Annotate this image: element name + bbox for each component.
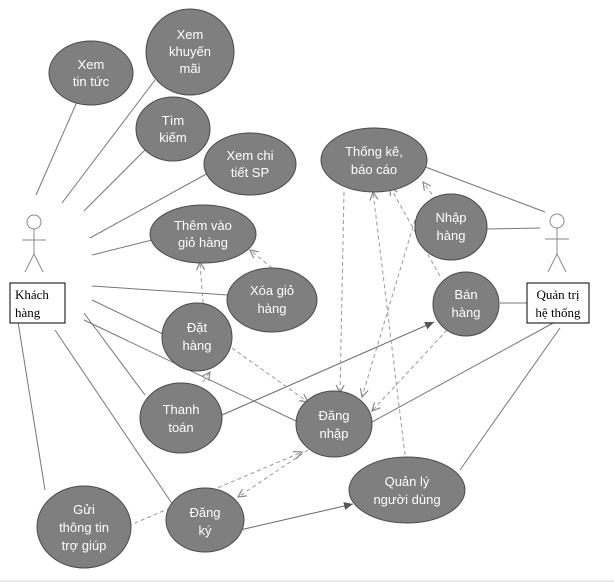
usecase-label: toán [168,420,193,435]
usecase-label: Thanh [163,402,200,417]
assoc-customer-them-vao-gio-hang [91,239,153,256]
usecase-label: kiếm [159,130,186,145]
admin-label-line-2: hệ thống [535,305,581,320]
usecase-label: Tìm [162,113,184,128]
usecase-label: báo cáo [351,162,397,177]
usecase-label: Xem [78,57,105,72]
quan-ly-to-thong-ke [373,192,406,456]
assoc-customer-thanh-toan [83,312,146,396]
usecase-label: Đăng [189,505,220,520]
usecase-label: hàng [258,301,287,316]
dat-hang-to-dang-nhap [231,347,308,402]
usecase-dang-ky: Đăng ký [165,487,245,553]
usecase-ban-hang: Bán hàng [432,271,500,337]
usecase-label: Xem [177,27,204,42]
usecase-them-vao-gio-hang: Thêm vào giỏ hàng [149,204,257,264]
assoc-customer-xem-khuyen-mai [61,79,156,204]
assoc-admin-dang-nhap [371,321,556,423]
assoc-customer-xoa-gio-hang [91,285,229,296]
admin-associations [371,164,561,471]
dang-nhap-to-dang-ky [238,449,309,497]
usecase-tim-kiem: Tìm kiếm [135,96,211,162]
usecase-label: hàng [452,305,481,320]
ban-hang-to-dang-nhap [372,329,448,411]
thong-ke-to-dang-nhap [340,191,344,393]
usecase-label: nhập [320,426,349,441]
usecase-label: Xóa giỏ [250,283,294,298]
usecase-dat-hang: Đặt hàng [161,302,233,372]
assoc-admin-nhap-hang [485,227,541,230]
usecase-thong-ke-bao-cao: Thống kê, báo cáo [320,127,428,193]
usecase-dang-nhap: Đăng nhập [295,390,373,458]
usecase-label: trợ giúp [62,538,107,553]
assoc-customer-dang-ky [54,329,176,509]
usecase-label: hàng [183,338,212,353]
dat-hang-to-them-vao-gio [200,262,203,304]
xoa-gio-to-them-vao-gio [250,250,273,269]
customer-associations [17,79,299,509]
admin-label-line-1: Quản trị [537,287,580,302]
usecase-label: Xem chi [227,148,274,163]
customer-stick-figure [22,214,46,273]
usecase-label: Quản lý [385,474,430,489]
usecase-xem-chi-tiet-sp: Xem chi tiết SP [203,132,297,196]
usecase-label: khuyến [169,44,211,59]
usecase-xem-khuyen-mai: Xem khuyến mãi [145,8,235,96]
assoc-admin-thong-ke [419,164,546,213]
assoc-customer-gui-thong-tin [17,321,46,491]
usecase-label: Thống kê, [345,144,403,159]
admin-stick-figure [545,213,569,273]
admin-label-box [526,282,590,324]
customer-label-line-2: hàng [15,305,41,320]
nhap-hang-to-thong-ke [423,182,437,201]
usecase-label: mãi [180,61,201,76]
thanh-toan-to-ban-hang [221,321,435,416]
actor-customer: Khách hàng [9,214,66,324]
usecase-label: Đăng [318,408,349,423]
assoc-customer-tim-kiem [83,149,146,212]
usecase-label: tiết SP [231,165,269,180]
nhap-hang-to-dang-nhap [362,219,416,397]
customer-label-box [9,282,66,324]
dang-ky-to-quan-ly [239,502,354,531]
usecase-label: người dùng [373,492,440,507]
actor-admin: Quản trị hệ thống [526,213,590,324]
assoc-customer-xem-tin-tuc [35,94,81,196]
assoc-customer-dat-hang [91,299,166,336]
usecase-xoa-gio-hang: Xóa giỏ hàng [226,267,318,333]
usecase-label: Bán [454,287,477,302]
assoc-admin-quan-ly [459,327,561,471]
directed-associations [221,321,435,531]
usecase-label: Gửi [73,502,95,517]
customer-label-line-1: Khách [15,287,49,302]
usecase-gui-thong-tin-tro-giup: Gửi thông tin trợ giúp [36,485,132,569]
usecase-label: tin tức [73,74,110,89]
usecase-label: Nhập [435,210,466,225]
usecase-label: Đặt [187,320,208,335]
assoc-customer-xem-chi-tiet-sp [89,171,211,239]
usecase-quan-ly-nguoi-dung: Quản lý người dùng [348,456,466,524]
usecase-label: Thêm vào [174,218,232,233]
usecase-label: ký [199,523,213,538]
usecase-label: thông tin [59,520,109,535]
usecase-xem-tin-tuc: Xem tin tức [48,40,134,106]
thanh-toan-to-dat-hang [203,372,210,383]
usecase-label: hàng [437,228,466,243]
usecase-nhap-hang: Nhập hàng [414,193,488,261]
usecase-label: giỏ hàng [178,235,228,250]
usecase-thanh-toan: Thanh toán [139,382,223,454]
